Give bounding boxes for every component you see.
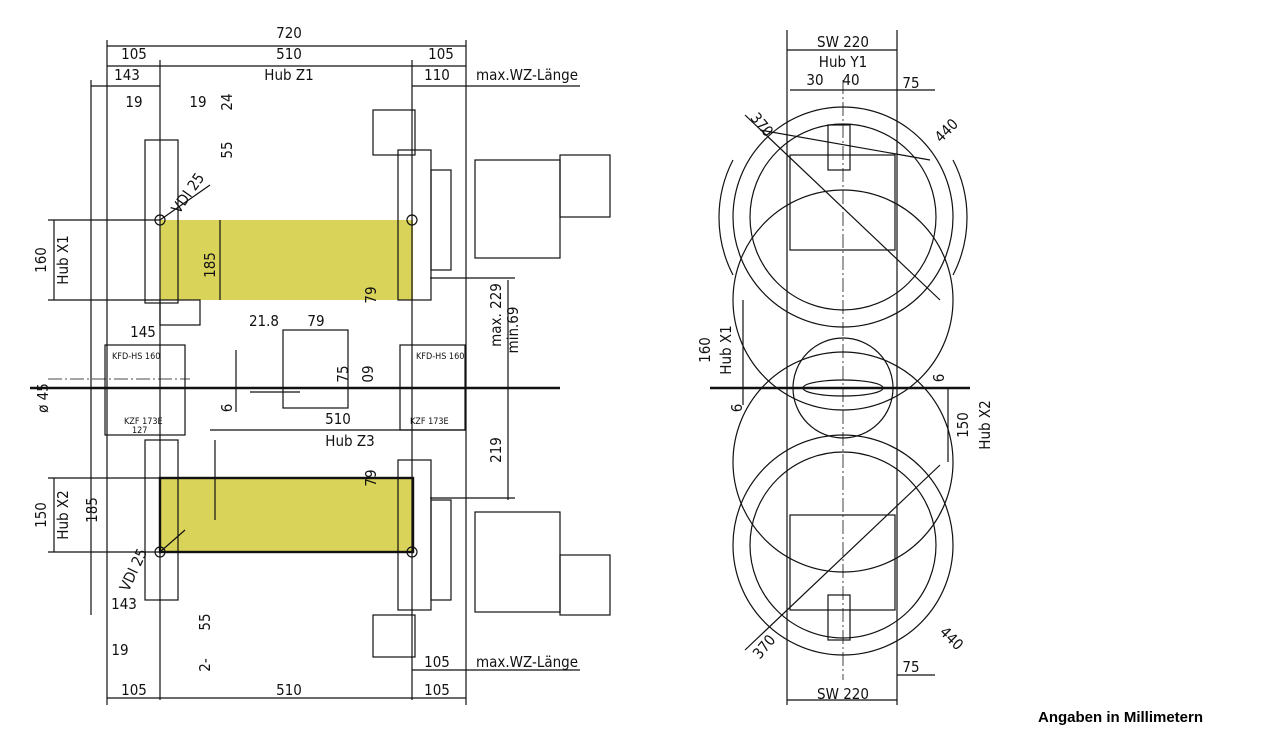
label-kzf-173e: KZF 173E (410, 417, 449, 427)
label-kfd-hs-160: KFD-HS 160 (416, 352, 464, 362)
label-min-69: min.69 (504, 307, 522, 354)
dim-19: 19 (111, 641, 128, 659)
dim-79: 79 (362, 469, 380, 486)
dim-24: 24 (218, 93, 236, 110)
dim-sw-220: SW 220 (817, 33, 869, 51)
dim-75: 75 (334, 365, 352, 382)
dim-55: 55 (196, 613, 214, 630)
label-hub-y1: Hub Y1 (819, 53, 867, 71)
dim-160: 160 (32, 247, 50, 273)
dim-143: 143 (111, 595, 137, 613)
label-hub-x1: Hub X1 (54, 235, 72, 284)
dim-105: 105 (424, 653, 450, 671)
dim-6: 6 (728, 404, 746, 413)
label-dia-45: ø 45 (34, 383, 52, 413)
label-hub-z1: Hub Z1 (264, 66, 313, 84)
dim-75: 75 (902, 74, 919, 92)
left-view-labels: 720 105 510 105 143 Hub Z1 110 max.WZ-Lä… (32, 24, 578, 699)
dim-440: 440 (931, 115, 962, 146)
dim-185: 185 (201, 252, 219, 278)
stroke-area-top (160, 220, 413, 300)
dim-510: 510 (276, 45, 302, 63)
dim-440: 440 (936, 623, 967, 654)
dim-219: 219 (487, 437, 505, 463)
dim-105: 105 (424, 681, 450, 699)
dim-143: 143 (114, 66, 140, 84)
dim-150: 150 (954, 412, 972, 438)
dim-19: 19 (125, 93, 142, 111)
label-max-wz-length: max.WZ-Länge (476, 66, 578, 84)
label-max-229: max. 229 (487, 283, 505, 347)
dim-105: 105 (428, 45, 454, 63)
dim-110: 110 (424, 66, 450, 84)
units-note: Angaben in Millimetern (1038, 709, 1204, 726)
dim-6: 6 (930, 374, 948, 383)
label-hub-x2: Hub X2 (976, 400, 994, 449)
dim-370: 370 (749, 631, 779, 662)
dim-6: 6 (218, 404, 236, 413)
dim-60: 60 (358, 365, 376, 382)
dim-55: 55 (218, 141, 236, 158)
dim-105: 105 (121, 45, 147, 63)
label-vdi-25: VDI 25 (116, 546, 151, 594)
label-hub-x1: Hub X1 (717, 325, 735, 374)
right-view-geometry (710, 30, 970, 705)
dim-127: 127 (132, 426, 147, 436)
label-kfd-hs-160: KFD-HS 160 (112, 352, 160, 362)
dim-30: 30 (806, 71, 823, 89)
dim-2: 2- (196, 658, 214, 672)
dim-79: 79 (307, 312, 324, 330)
dim-145: 145 (130, 323, 156, 341)
label-hub-z3: Hub Z3 (325, 432, 374, 450)
dim-21-8: 21.8 (249, 312, 279, 330)
dim-75: 75 (902, 658, 919, 676)
left-view-geometry (30, 40, 611, 705)
dim-19: 19 (189, 93, 206, 111)
label-hub-x2: Hub X2 (54, 490, 72, 539)
stroke-area-bottom (158, 476, 415, 554)
dim-510: 510 (325, 410, 351, 428)
dim-40: 40 (842, 71, 859, 89)
dim-105: 105 (121, 681, 147, 699)
dim-150: 150 (32, 502, 50, 528)
right-view-labels: SW 220 Hub Y1 30 40 75 370 440 160 Hub X… (696, 33, 994, 703)
dim-185: 185 (83, 497, 101, 523)
dim-370: 370 (747, 109, 777, 140)
dim-160: 160 (696, 337, 714, 363)
label-vdi-25: VDI 25 (168, 170, 209, 217)
dim-510: 510 (276, 681, 302, 699)
label-max-wz-length: max.WZ-Länge (476, 653, 578, 671)
dim-79: 79 (362, 286, 380, 303)
label-kzf-173e: KZF 173E (124, 417, 163, 427)
dim-sw-220: SW 220 (817, 685, 869, 703)
dim-720: 720 (276, 24, 302, 42)
